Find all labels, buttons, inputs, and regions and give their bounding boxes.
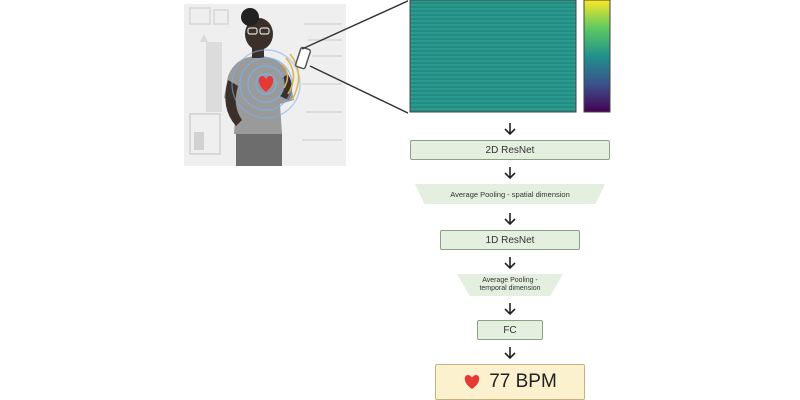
down-arrow-icon (504, 213, 516, 226)
heart-rate-value: 77 BPM (489, 371, 557, 392)
colorbar (584, 0, 610, 112)
down-arrow-icon (504, 167, 516, 180)
avg-pooling-spatial-block: Average Pooling - spatial dimension (415, 184, 605, 204)
resnet-1d-block: 1D ResNet (440, 230, 580, 250)
avg-pooling-temporal-block: Average Pooling - temporal dimension (457, 274, 563, 296)
resnet-2d-block: 2D ResNet (410, 140, 610, 160)
person-illustration (184, 4, 346, 166)
heart-rate-result: 77 BPM (435, 364, 585, 400)
heart-icon (464, 375, 480, 389)
fully-connected-block: FC (477, 320, 543, 340)
down-arrow-icon (504, 347, 516, 360)
spectrogram-plot (408, 0, 611, 116)
down-arrow-icon (504, 257, 516, 270)
down-arrow-icon (504, 303, 516, 316)
down-arrow-icon (504, 123, 516, 136)
